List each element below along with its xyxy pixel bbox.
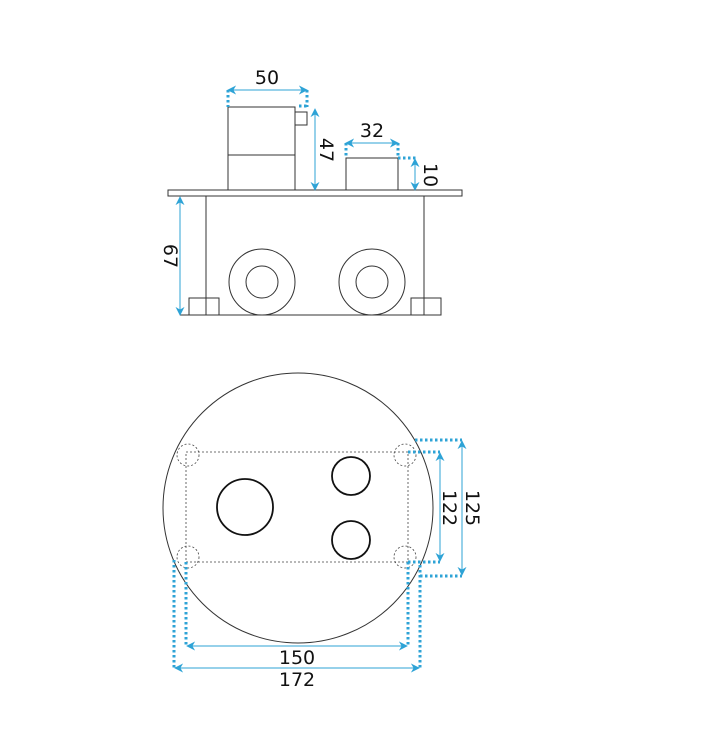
dimension-125: 125 [415, 438, 483, 578]
handle-lever [294, 111, 308, 126]
dimension-label: 150 [279, 647, 315, 669]
dimension-label: 125 [461, 490, 483, 526]
dimension-122: 122 [408, 450, 460, 564]
foot-right [410, 297, 442, 316]
side-view: 50 47 32 10 67 [159, 67, 463, 316]
dimension-67: 67 [159, 196, 185, 316]
hidden-foot [176, 545, 200, 569]
foot-left [188, 297, 220, 316]
hidden-foot [393, 443, 417, 467]
handle-body [227, 106, 296, 191]
dimension-label: 47 [315, 138, 337, 162]
knob-body [345, 157, 399, 191]
dimension-47: 47 [310, 108, 337, 191]
port-left-outer [228, 248, 296, 316]
handle-hole [216, 478, 274, 536]
dimension-150: 150 [184, 562, 410, 669]
dimension-label: 50 [255, 67, 279, 89]
port-left-inner [245, 265, 279, 299]
cover-plate-circle [162, 372, 434, 644]
dimension-10: 10 [398, 156, 441, 191]
dimension-label: 32 [360, 120, 384, 142]
hidden-foot [393, 545, 417, 569]
dimension-label: 10 [419, 163, 441, 187]
port-right-inner [355, 265, 389, 299]
dimension-172: 172 [172, 560, 422, 691]
top-view: 122 125 150 172 [162, 372, 483, 691]
cover-plate [167, 189, 463, 197]
dimension-label: 122 [438, 490, 460, 526]
hidden-box-outline [185, 451, 409, 563]
hidden-foot [176, 443, 200, 467]
knob-hole-bottom [331, 520, 371, 560]
dimension-label: 172 [279, 669, 315, 691]
dimension-50: 50 [226, 67, 309, 108]
dimension-label: 67 [159, 244, 181, 268]
port-right-outer [338, 248, 406, 316]
dimension-32: 32 [344, 120, 400, 158]
knob-hole-top [331, 456, 371, 496]
